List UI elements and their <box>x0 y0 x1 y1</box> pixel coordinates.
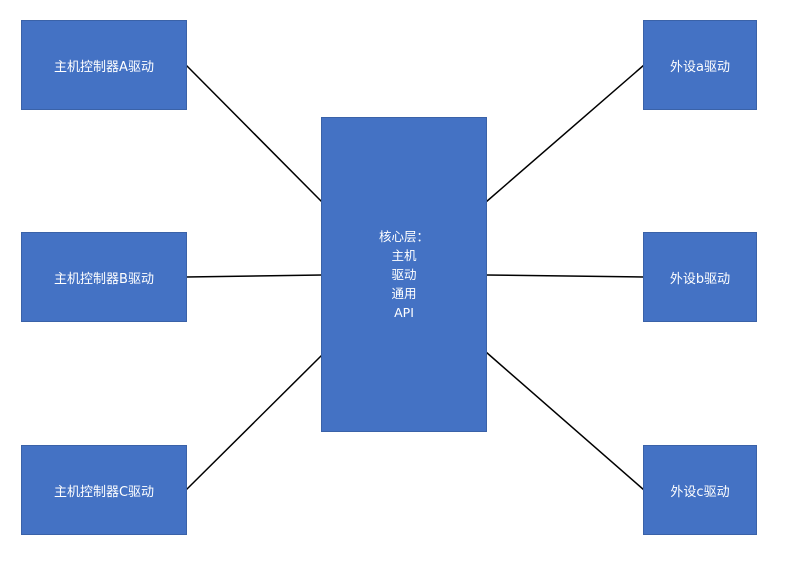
peripheral-c-driver-box: 外设c驱动 <box>643 445 757 535</box>
peripheral-a-driver-box: 外设a驱动 <box>643 20 757 110</box>
connector-core-to-b <box>485 274 645 278</box>
peripheral-a-driver-label: 外设a驱动 <box>670 59 730 75</box>
connector-b-to-core <box>185 274 323 278</box>
core-layer-box: 核心层： 主机 驱动 通用 API <box>321 117 487 432</box>
peripheral-b-driver-label: 外设b驱动 <box>669 271 731 287</box>
connector-core-to-a <box>485 64 645 203</box>
host-controller-b-driver-box: 主机控制器B驱动 <box>21 232 187 322</box>
core-layer-line-api: API <box>394 305 414 320</box>
host-controller-c-driver-box: 主机控制器C驱动 <box>21 445 187 535</box>
connector-a-to-core <box>185 64 323 203</box>
host-controller-c-driver-label: 主机控制器C驱动 <box>53 484 155 500</box>
core-layer-line-common: 通用 <box>391 286 417 301</box>
core-layer-line-driver: 驱动 <box>391 267 417 282</box>
connector-c-to-core <box>185 354 323 491</box>
core-layer-title: 核心层： <box>378 229 429 244</box>
host-controller-b-driver-label: 主机控制器B驱动 <box>54 271 154 287</box>
core-layer-line-host: 主机 <box>391 248 417 263</box>
peripheral-c-driver-label: 外设c驱动 <box>670 484 730 500</box>
peripheral-b-driver-box: 外设b驱动 <box>643 232 757 322</box>
connector-core-to-c <box>485 351 645 491</box>
host-controller-a-driver-label: 主机控制器A驱动 <box>54 59 154 75</box>
host-controller-a-driver-box: 主机控制器A驱动 <box>21 20 187 110</box>
